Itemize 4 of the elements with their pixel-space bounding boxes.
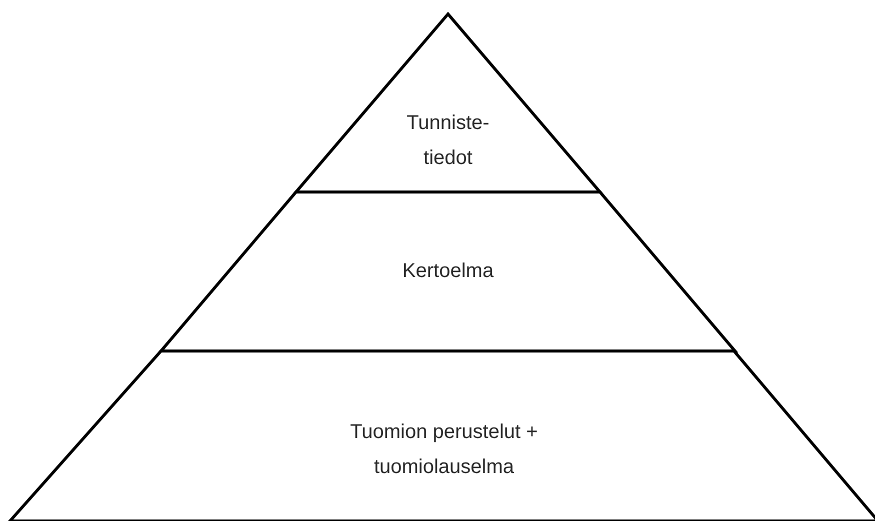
pyramid-tier: [10, 351, 875, 521]
tier-label: Tuomion perustelut + tuomiolauselma: [349, 420, 539, 480]
tier-label: Kertoelma: [402, 259, 494, 284]
tier-label: Tunniste-tiedot: [406, 111, 490, 171]
